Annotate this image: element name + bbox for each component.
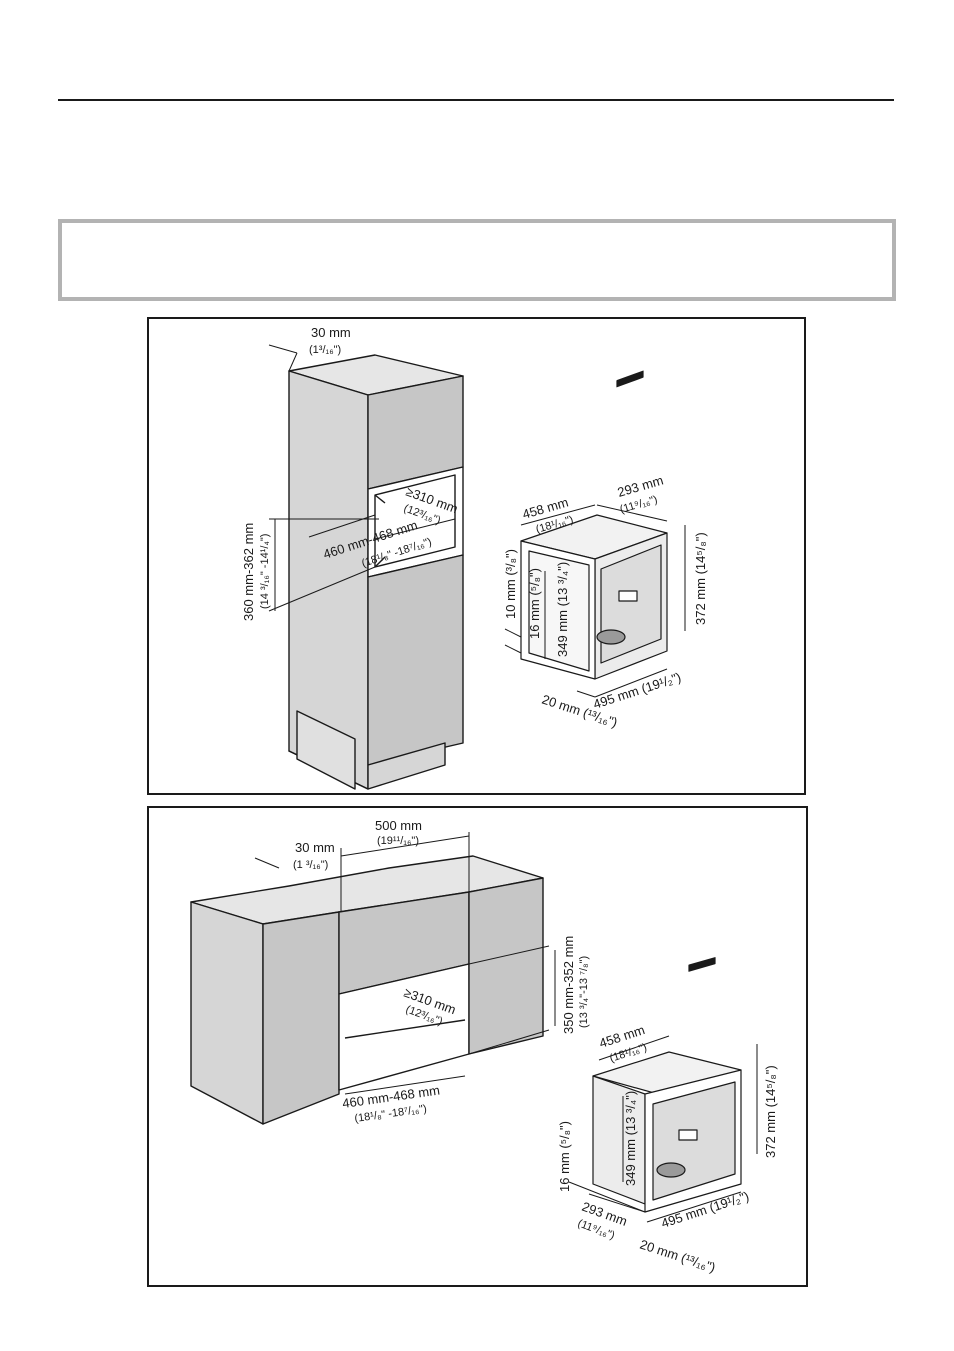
header-rule [58, 99, 894, 101]
tall-cabinet-diagram: 30 mm (1³/₁₆") ≥310 mm (12³/₁₆") 460 mm-… [147, 317, 806, 795]
heading-banner [58, 219, 896, 301]
bottom-dim-16: 16 mm (⁵/₈") [557, 1121, 572, 1192]
top-niche-height-mm: 360 mm-362 mm [241, 523, 256, 621]
right-front [468, 877, 544, 1055]
bottom-gap-inch: (1 ³/₁₆") [293, 859, 328, 871]
bottom-appliance-height: 372 mm (14⁵/₈") [763, 1065, 778, 1158]
top-gap-mm: 30 mm [311, 325, 351, 340]
left-front [262, 911, 340, 1125]
bottom-niche-height-mm: 350 mm-352 mm [561, 936, 576, 1034]
top-appliance-height: 372 mm (14⁵/₈") [693, 532, 708, 625]
bottom-gap-mm: 30 mm [295, 840, 335, 855]
top-dim-16: 16 mm (⁵/₈") [527, 568, 542, 639]
plinth [288, 742, 446, 790]
niche-opening [374, 474, 456, 568]
top-gap-inch: (1³/₁₆") [309, 344, 341, 356]
bottom-dim-20: 20 mm (¹³/₁₆") [638, 1237, 717, 1276]
bottom-front-height: 349 mm (13 ³/₄") [623, 1091, 638, 1186]
base-cabinet-drawing: 500 mm (19¹¹/₁₆") 30 mm (1 ³/₁₆") 350 mm… [190, 818, 778, 1276]
tall-cabinet-drawing: 30 mm (1³/₁₆") ≥310 mm (12³/₁₆") 460 mm-… [241, 325, 708, 790]
lower-door [367, 554, 464, 766]
bottom-cabinet-depth-inch: (19¹¹/₁₆") [377, 835, 419, 847]
top-appliance-depth-mm: 293 mm [616, 473, 665, 500]
top-niche-height-inch: (14 ³/₁₆" -14¹/₄") [259, 534, 271, 609]
base-cabinet-diagram: 500 mm (19¹¹/₁₆") 30 mm (1 ³/₁₆") 350 mm… [147, 806, 808, 1287]
left-side [190, 901, 264, 1125]
top-front-height: 349 mm (13 ³/₄") [555, 562, 570, 657]
top-dim-10: 10 mm (³/₈") [503, 549, 518, 619]
bottom-niche-height-inch: (13 ³/₄"-13 ⁷/₈") [578, 956, 590, 1028]
bottom-cabinet-depth-mm: 500 mm [375, 818, 422, 833]
